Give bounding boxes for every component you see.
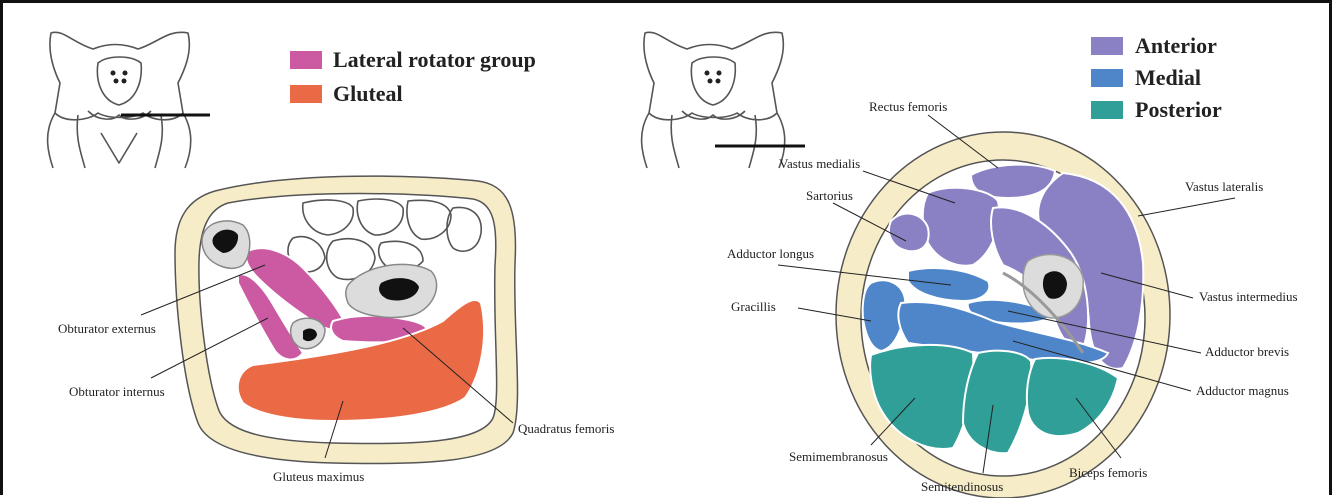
label-vastus-intermedius: Vastus intermedius (1199, 289, 1298, 304)
legend-label-lateral-rotator: Lateral rotator group (333, 47, 536, 72)
legend-label-gluteal: Gluteal (333, 81, 403, 106)
legend-left: Lateral rotator group Gluteal (290, 47, 536, 106)
legend-right: Anterior Medial Posterior (1091, 33, 1222, 122)
legend-swatch-posterior (1091, 101, 1123, 119)
hip-cross-section (175, 176, 518, 463)
label-quadratus-femoris: Quadratus femoris (518, 421, 614, 436)
pelvis-thumbnail-left (48, 32, 210, 168)
legend-label-posterior: Posterior (1135, 97, 1222, 122)
anatomy-diagram: Lateral rotator group Gluteal (3, 3, 1332, 498)
legend-swatch-lateral-rotator (290, 51, 322, 69)
label-sartorius: Sartorius (806, 188, 853, 203)
legend-swatch-medial (1091, 69, 1123, 87)
label-gluteus-maximus: Gluteus maximus (273, 469, 364, 484)
label-adductor-magnus: Adductor magnus (1196, 383, 1289, 398)
label-adductor-longus: Adductor longus (727, 246, 814, 261)
label-rectus-femoris: Rectus femoris (869, 99, 947, 114)
label-obturator-externus: Obturator externus (58, 321, 156, 336)
legend-swatch-gluteal (290, 85, 322, 103)
label-semitendinosus: Semitendinosus (921, 479, 1003, 494)
sartorius-muscle (889, 214, 929, 252)
legend-label-anterior: Anterior (1135, 33, 1217, 58)
label-biceps-femoris: Biceps femoris (1069, 465, 1147, 480)
legend-swatch-anterior (1091, 37, 1123, 55)
label-vastus-lateralis: Vastus lateralis (1185, 179, 1263, 194)
pelvis-thumbnail-right (642, 32, 805, 168)
label-obturator-internus: Obturator internus (69, 384, 165, 399)
label-vastus-medialis: Vastus medialis (779, 156, 860, 171)
legend-label-medial: Medial (1135, 65, 1201, 90)
label-adductor-brevis: Adductor brevis (1205, 344, 1289, 359)
label-gracillis: Gracillis (731, 299, 776, 314)
label-semimembranosus: Semimembranosus (789, 449, 888, 464)
thigh-cross-section (836, 132, 1170, 498)
